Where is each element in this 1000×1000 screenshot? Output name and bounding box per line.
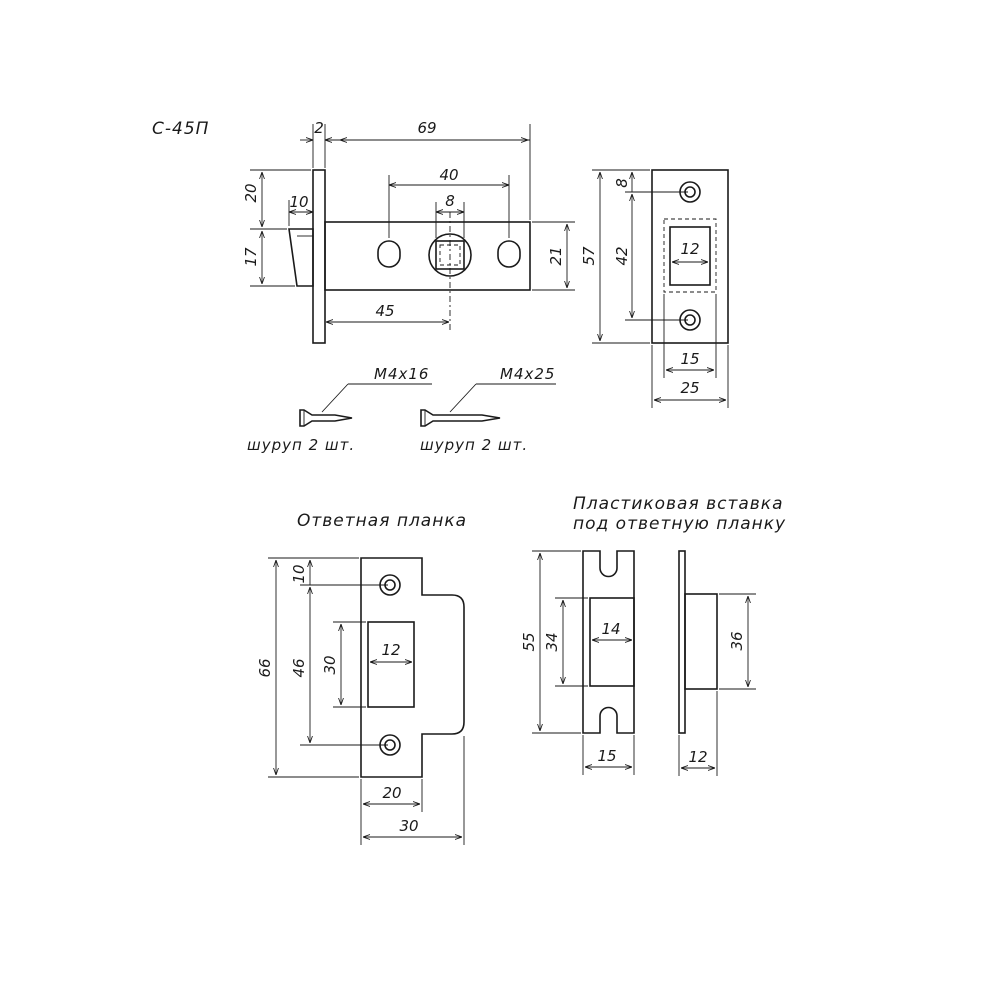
plastic-insert-front [582, 550, 635, 734]
model-title: С-45П [152, 119, 209, 139]
svg-text:46: 46 [290, 658, 308, 677]
svg-text:66: 66 [256, 658, 274, 677]
svg-text:30: 30 [399, 817, 418, 835]
svg-text:8: 8 [445, 192, 455, 210]
svg-text:57: 57 [580, 246, 598, 266]
svg-text:55: 55 [520, 632, 538, 651]
svg-text:21: 21 [547, 246, 565, 265]
svg-text:42: 42 [613, 246, 631, 265]
svg-text:10: 10 [289, 193, 308, 211]
strike-plate [360, 557, 465, 778]
svg-text:25: 25 [680, 379, 699, 397]
svg-text:15: 15 [680, 350, 699, 368]
svg-text:8: 8 [613, 178, 631, 188]
svg-text:12: 12 [688, 748, 707, 766]
svg-text:10: 10 [290, 564, 308, 583]
svg-text:69: 69 [417, 119, 436, 137]
faceplate-dimensions: 57 8 42 12 15 25 [580, 169, 729, 408]
svg-text:14: 14 [601, 620, 620, 638]
svg-text:30: 30 [321, 655, 339, 674]
insert-dimensions: 55 34 14 15 36 12 [520, 550, 756, 776]
svg-text:34: 34 [543, 632, 561, 651]
strike-plate-dimensions: 66 10 46 30 12 20 30 [256, 557, 465, 845]
svg-text:12: 12 [680, 240, 699, 258]
svg-text:15: 15 [597, 747, 616, 765]
screw-short: M4x16 шуруп 2 шт. [247, 365, 432, 454]
svg-text:36: 36 [728, 631, 746, 650]
screw-long: M4x25 шуруп 2 шт. [420, 365, 556, 454]
insert-title-line-2: под ответную планку [573, 514, 786, 534]
svg-text:17: 17 [242, 247, 260, 267]
svg-text:шуруп 2 шт.: шуруп 2 шт. [420, 436, 528, 454]
insert-title-line-1: Пластиковая вставка [573, 494, 784, 514]
svg-text:20: 20 [382, 784, 401, 802]
svg-text:45: 45 [375, 302, 394, 320]
svg-text:20: 20 [242, 183, 260, 202]
svg-text:40: 40 [439, 166, 458, 184]
svg-text:12: 12 [381, 641, 400, 659]
svg-text:шуруп 2 шт.: шуруп 2 шт. [247, 436, 355, 454]
strike-plate-title: Ответная планка [297, 511, 467, 531]
svg-text:M4x16: M4x16 [374, 365, 429, 383]
plastic-insert-side [678, 550, 718, 734]
svg-text:M4x25: M4x25 [500, 365, 555, 383]
svg-text:2: 2 [314, 119, 324, 137]
latch-dimensions: 2 69 40 8 10 20 17 45 21 [242, 119, 575, 330]
